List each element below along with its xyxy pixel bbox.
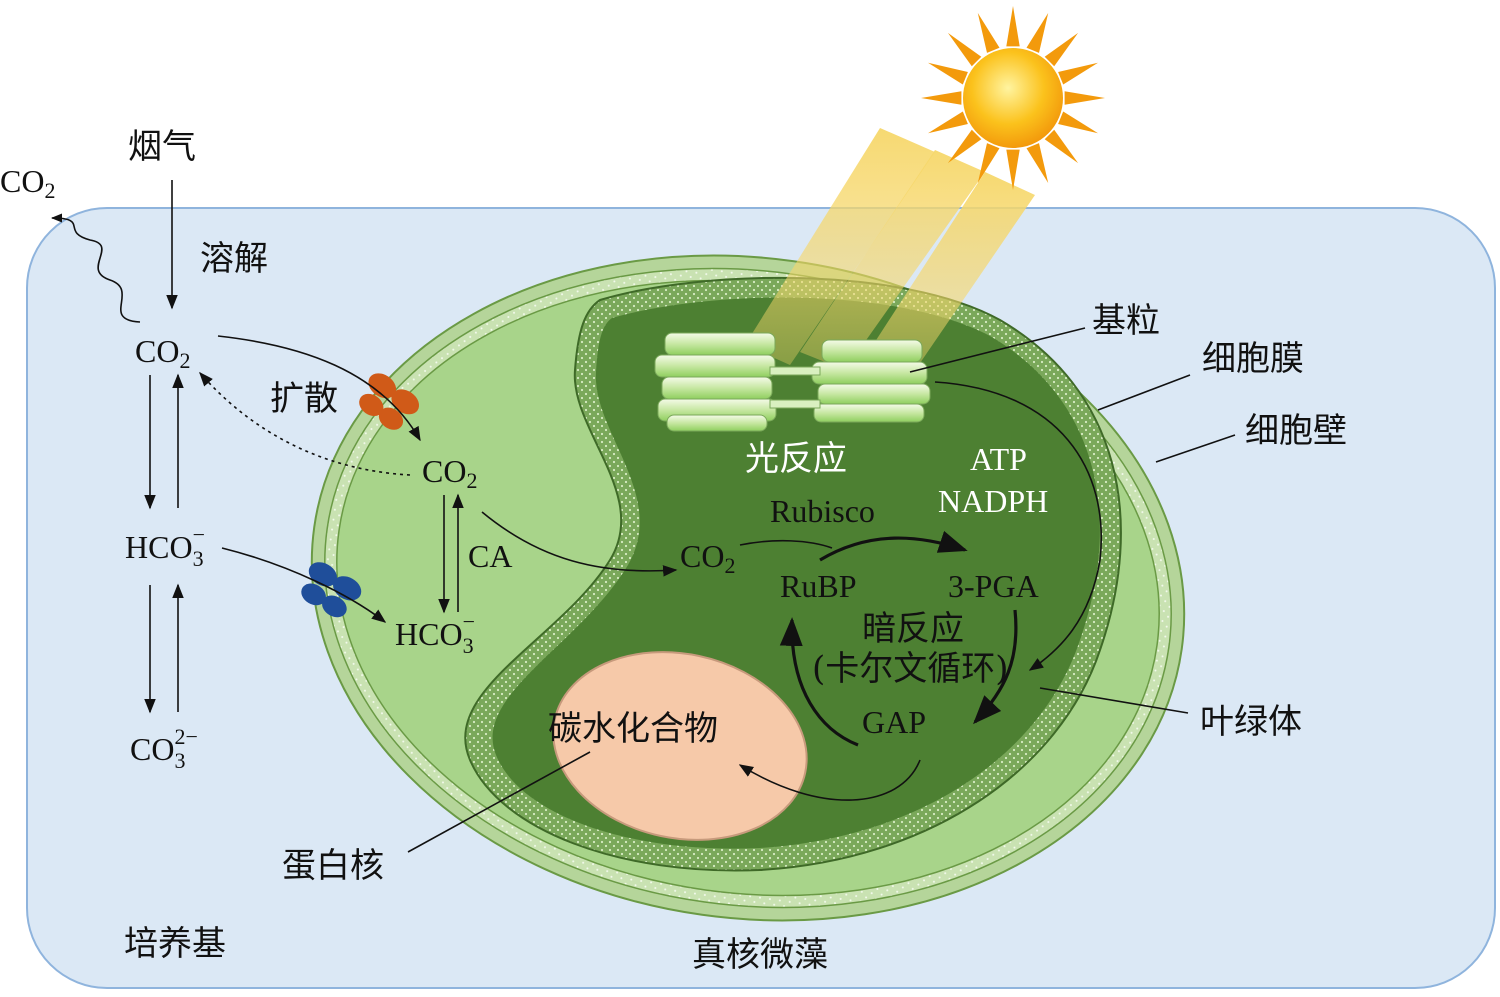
co2-cytoplasm: CO2 bbox=[422, 453, 477, 493]
sun-icon bbox=[921, 6, 1105, 190]
svg-text:CO2: CO2 bbox=[135, 333, 190, 373]
co3-medium: CO32− bbox=[130, 724, 198, 773]
butterfly-transporter-icon bbox=[359, 373, 420, 430]
light-reaction-label: 光反应 bbox=[745, 439, 847, 479]
flue-gas-label: 烟气 bbox=[128, 127, 196, 167]
carbohydrate-label: 碳水化合物 bbox=[548, 709, 718, 749]
granum-left bbox=[654, 332, 777, 432]
sun-ray bbox=[947, 32, 982, 67]
pyrenoid-label: 蛋白核 bbox=[282, 846, 384, 886]
diffuse-label: 扩散 bbox=[270, 379, 338, 419]
svg-text:CO2: CO2 bbox=[680, 538, 735, 578]
hco3-medium: HCO3− bbox=[125, 522, 205, 571]
sun-ray bbox=[1006, 149, 1020, 190]
sun-ray bbox=[977, 143, 1000, 183]
svg-text:CO32−: CO32− bbox=[130, 724, 198, 773]
gap-label: GAP bbox=[862, 704, 926, 740]
svg-text:HCO3−: HCO3− bbox=[125, 522, 205, 571]
pyrenoid bbox=[552, 651, 808, 841]
nadph-label: NADPH bbox=[938, 483, 1048, 519]
sun-ray bbox=[1026, 13, 1049, 53]
medium-label: 培养基 bbox=[124, 924, 226, 964]
sun-ray bbox=[921, 91, 962, 105]
co2-chloroplast: CO2 bbox=[680, 538, 735, 578]
chloroplast-label: 叶绿体 bbox=[1200, 702, 1302, 742]
pga-label: 3-PGA bbox=[948, 568, 1039, 604]
co2-medium: CO2 bbox=[135, 333, 190, 373]
sun-ray bbox=[1058, 62, 1098, 85]
sun-ray bbox=[928, 111, 968, 134]
sun-ray bbox=[928, 62, 968, 85]
rubisco-label: Rubisco bbox=[770, 493, 875, 529]
rubp-label: RuBP bbox=[780, 568, 856, 604]
butterfly-transporter-icon bbox=[301, 562, 362, 618]
ca-label: CA bbox=[468, 538, 512, 574]
co2-escaped: CO2 bbox=[0, 163, 55, 203]
grana-label: 基粒 bbox=[1092, 301, 1160, 341]
sun-ray bbox=[1006, 6, 1020, 47]
light-beams bbox=[745, 128, 1035, 385]
svg-text:CO2: CO2 bbox=[422, 453, 477, 493]
sun-ray bbox=[1026, 143, 1049, 183]
sun-ray bbox=[947, 129, 982, 164]
microalgae-label: 真核微藻 bbox=[692, 935, 828, 975]
svg-text:CO2: CO2 bbox=[0, 163, 55, 203]
sun-ray bbox=[1044, 129, 1079, 164]
reaction-arrows bbox=[50, 180, 1102, 801]
dissolve-label: 溶解 bbox=[200, 239, 268, 279]
grana-stacks bbox=[654, 332, 931, 432]
svg-text:HCO3−: HCO3− bbox=[395, 609, 475, 658]
leader-lines bbox=[407, 327, 1236, 853]
sun-ray bbox=[1044, 32, 1079, 67]
granum-right bbox=[811, 339, 931, 423]
atp-label: ATP bbox=[970, 441, 1027, 477]
hco3-cytoplasm: HCO3− bbox=[395, 609, 475, 658]
calvin-cycle-label: (卡尔文循环) bbox=[812, 649, 1009, 689]
cell-wall-label: 细胞壁 bbox=[1245, 411, 1347, 451]
sun-ray bbox=[977, 13, 1000, 53]
cell-membrane-label: 细胞膜 bbox=[1202, 339, 1304, 379]
sun-ray bbox=[1064, 91, 1105, 105]
dark-reaction-label: 暗反应 bbox=[862, 609, 964, 649]
sun-ray bbox=[1058, 111, 1098, 134]
